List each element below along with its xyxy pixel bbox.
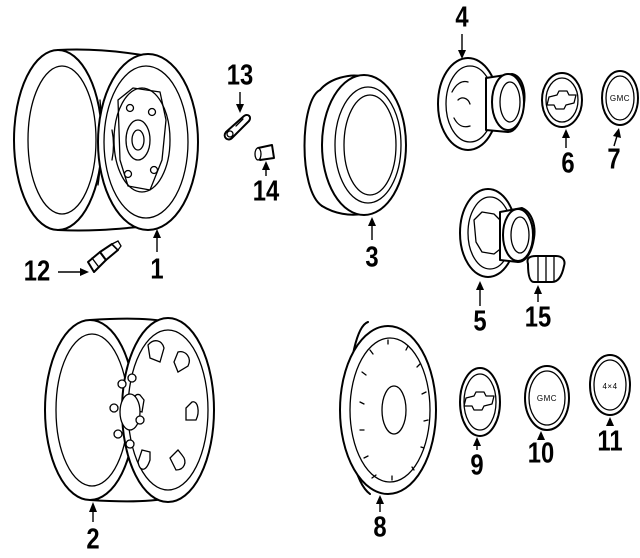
part-12-valve-stem [87,240,122,273]
part-6-center-cap [541,72,583,128]
part-3-trim-ring [303,74,407,216]
cap7-emblem: GMC [610,94,630,103]
callout-4: 4 [455,1,469,34]
callout-5: 5 [473,305,487,338]
part-14-lug-nut [254,144,275,161]
part-9-center-cap [459,367,501,437]
leader-lines [58,34,621,522]
callout-8: 8 [373,511,387,544]
callout-1: 1 [150,253,164,286]
part-4-hub-cap [437,57,526,151]
cap11-emblem: 4×4 [602,382,617,391]
callout-7: 7 [607,143,621,176]
part-11-4x4-cap: 4×4 [589,354,631,416]
callout-9: 9 [470,449,484,482]
callout-12: 12 [23,255,51,288]
part-5-hub-cap [459,188,536,278]
part-13-clip [223,113,252,141]
cap10-emblem: GMC [537,394,557,403]
part-2-styled-wheel [44,317,215,503]
callout-14: 14 [252,175,280,208]
callout-11: 11 [597,425,623,458]
callout-3: 3 [365,241,379,274]
callout-6: 6 [561,147,575,180]
part-1-steel-wheel [13,48,199,232]
callout-10: 10 [527,437,555,470]
callout-13: 13 [226,59,254,92]
callout-2: 2 [86,523,100,556]
part-10-gmc-cap: GMC [524,365,570,431]
part-7-gmc-cap: GMC [601,70,639,126]
callout-15: 15 [524,301,552,334]
part-8-wheel-cover [339,321,437,495]
part-15-lug-nut [526,255,566,283]
